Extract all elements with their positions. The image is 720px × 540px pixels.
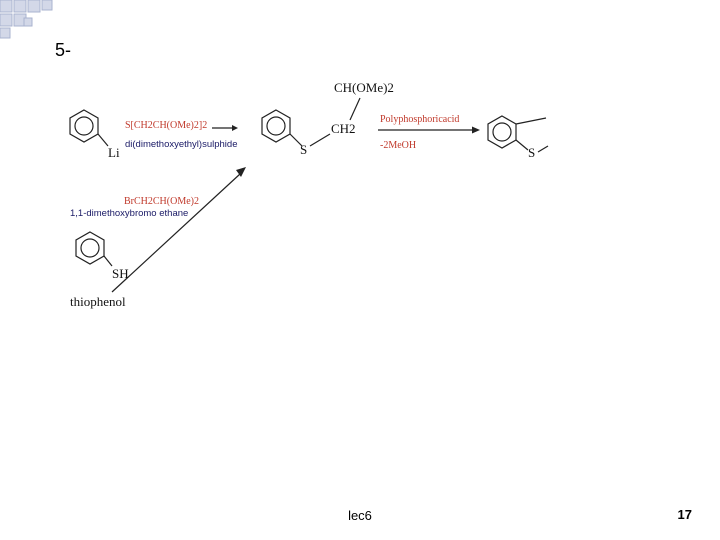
slide-number-label: 5- xyxy=(55,40,72,60)
atom-li: Li xyxy=(108,145,120,160)
reagent3-formula: Polyphosphoricacid xyxy=(380,114,459,125)
benzothiophene-product xyxy=(487,115,549,153)
intermediate-group-label: CH2 xyxy=(331,121,356,136)
decorative-squares xyxy=(0,0,53,39)
page-number: 17 xyxy=(677,507,692,522)
phenyllithium-ring xyxy=(69,109,109,147)
top-group-label: CH(OMe)2 xyxy=(334,80,394,95)
deco-square xyxy=(13,0,27,13)
thiophenol-ring xyxy=(75,231,113,267)
starting-material-name: thiophenol xyxy=(70,294,126,309)
deco-square xyxy=(0,27,11,39)
atom-sh: SH xyxy=(112,266,129,281)
deco-square xyxy=(27,0,41,13)
reagent1-formula: S[CH2CH(OMe)2]2 xyxy=(125,120,207,131)
reagent2-formula: BrCH2CH(OMe)2 xyxy=(124,196,199,207)
footer-text: lec6 xyxy=(348,508,372,523)
intermediate-ring xyxy=(261,97,361,147)
reagent3-loss: -2MeOH xyxy=(380,140,416,151)
deco-square xyxy=(41,0,53,11)
arrow-step2 xyxy=(111,173,241,293)
reagent2-name: 1,1-dimethoxybromo ethane xyxy=(70,208,188,219)
reagent1-name: di(dimethoxyethyl)sulphide xyxy=(125,139,237,150)
deco-square xyxy=(0,13,13,27)
atom-s-intermediate: S xyxy=(300,142,307,157)
deco-square xyxy=(23,17,33,27)
atom-s-product: S xyxy=(528,145,535,160)
deco-square xyxy=(0,0,13,13)
